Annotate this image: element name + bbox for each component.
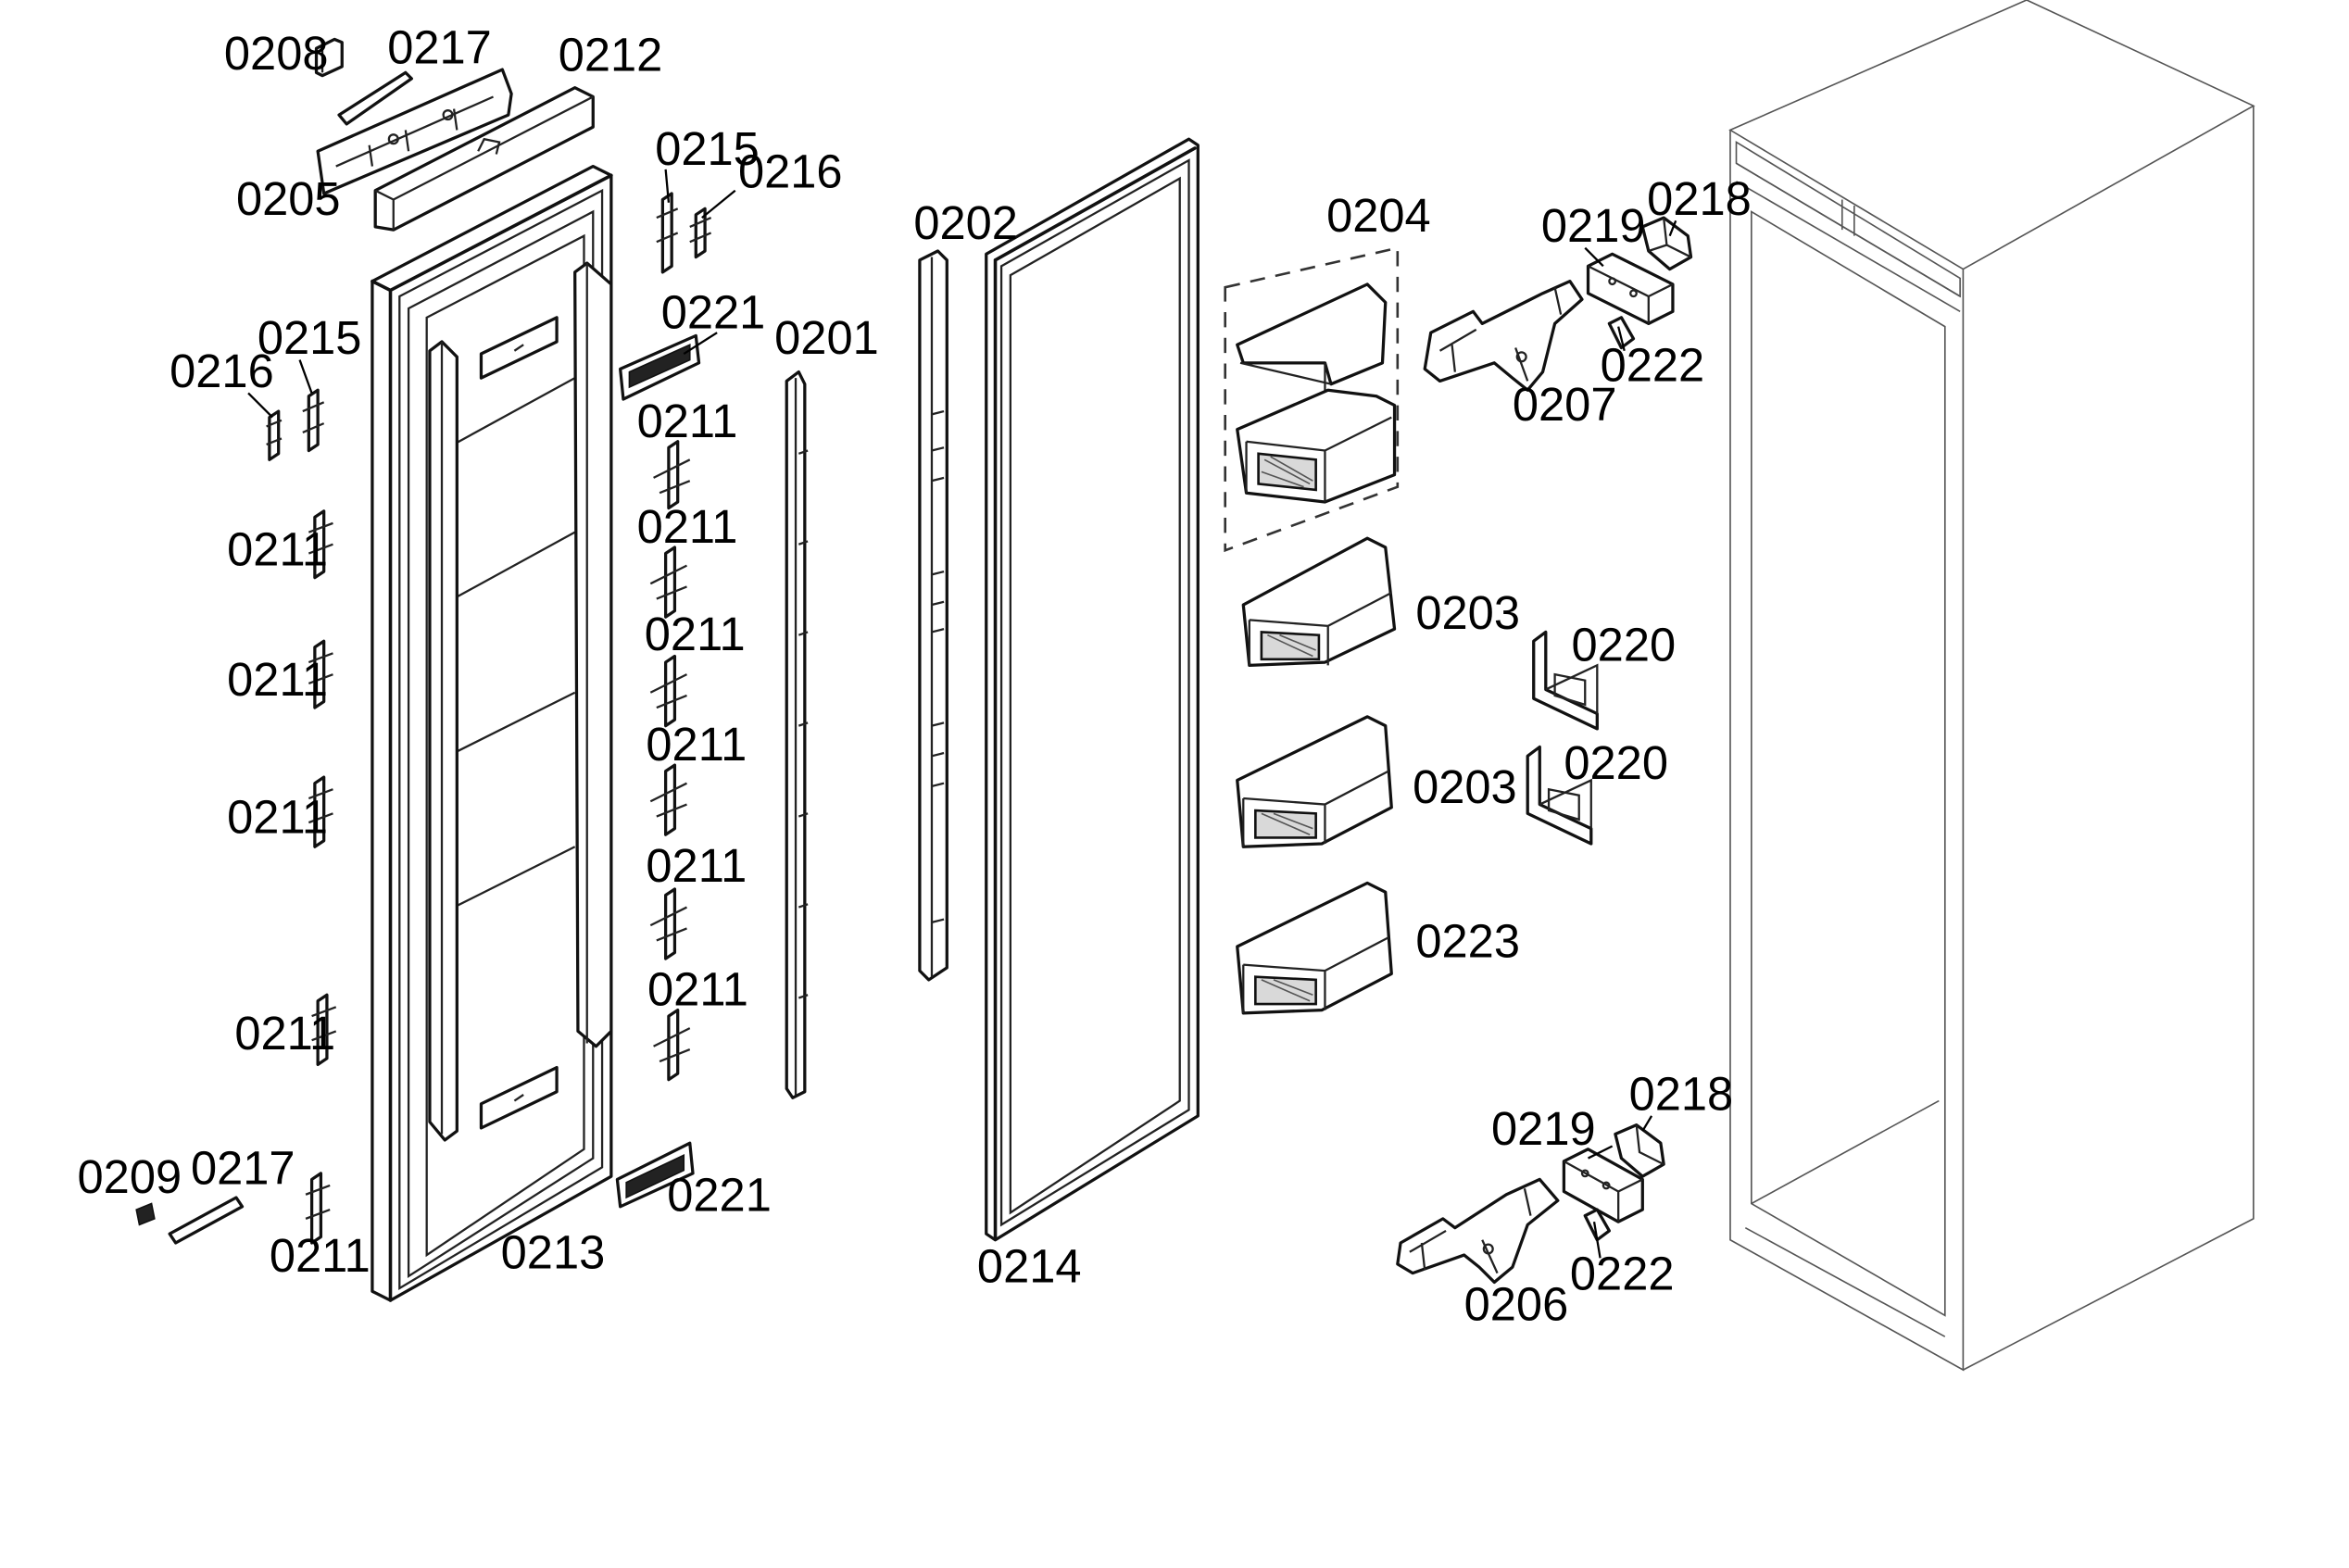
label-0211-r6: 0211 — [647, 963, 748, 1016]
label-0204: 0204 — [1326, 189, 1431, 242]
label-0222-top: 0222 — [1601, 338, 1705, 391]
label-0217-bottom: 0217 — [191, 1141, 295, 1194]
label-0206: 0206 — [1464, 1277, 1569, 1330]
part-0215-right-bracket — [656, 192, 679, 274]
label-0211-r1: 0211 — [637, 395, 738, 447]
label-0211-l2: 0211 — [227, 653, 328, 706]
part-0205-hinge-plate — [316, 68, 513, 195]
right-shelf-supports — [649, 440, 691, 1082]
part-0213-door-panel — [371, 164, 613, 1302]
label-0213: 0213 — [501, 1226, 606, 1279]
part-labels: 0208 0217 0212 0205 0215 0216 0202 0204 … — [78, 21, 1752, 1331]
part-0217-bottom-strip — [168, 1196, 245, 1245]
label-0222-bottom: 0222 — [1570, 1248, 1675, 1300]
label-0212: 0212 — [559, 29, 663, 82]
label-0214: 0214 — [977, 1239, 1082, 1292]
part-0217-top-strip — [337, 70, 413, 126]
part-0203-bin-upper — [1241, 536, 1397, 667]
label-0205: 0205 — [236, 172, 341, 225]
part-0218-top-plate — [1640, 216, 1693, 271]
part-0222-bottom-shim — [1583, 1208, 1612, 1242]
part-0222-top-shim — [1607, 316, 1636, 350]
label-0211-l1: 0211 — [227, 523, 328, 576]
part-0216-right-bracket — [689, 207, 712, 259]
part-0209-clip — [135, 1202, 156, 1226]
label-0217-top: 0217 — [387, 21, 492, 74]
label-0207: 0207 — [1513, 378, 1617, 431]
label-0220-lower: 0220 — [1564, 736, 1668, 789]
label-0211-l3: 0211 — [227, 791, 328, 844]
part-0208-clip — [314, 37, 344, 78]
label-0223: 0223 — [1415, 914, 1520, 967]
label-0221-top: 0221 — [661, 285, 766, 338]
part-0223-bin — [1236, 881, 1393, 1015]
label-0215-left: 0215 — [258, 311, 362, 364]
label-0220-upper: 0220 — [1572, 618, 1677, 671]
part-0216-left-bracket — [266, 409, 283, 461]
part-0212-top-cover — [373, 86, 595, 232]
part-0201-trim-strip — [785, 370, 809, 1099]
label-0208: 0208 — [224, 27, 329, 80]
label-0211-r3: 0211 — [645, 608, 746, 660]
part-0219-bottom-bracket — [1562, 1148, 1644, 1223]
part-0215-left-bracket — [302, 388, 325, 453]
label-0211-l5: 0211 — [270, 1229, 371, 1282]
label-0218-top: 0218 — [1647, 172, 1752, 225]
part-0206-bottom-hinge — [1396, 1177, 1560, 1285]
label-0202: 0202 — [913, 196, 1018, 249]
label-0211-r2: 0211 — [637, 500, 738, 553]
part-0220-lower — [1526, 745, 1593, 846]
part-0221-top-vent — [619, 333, 701, 401]
part-0202-hinge-strip — [918, 249, 948, 982]
label-0201: 0201 — [774, 311, 879, 364]
part-0219-top-bracket — [1586, 252, 1675, 326]
label-0221-bottom: 0221 — [667, 1169, 772, 1222]
leader-lines — [247, 169, 1677, 1259]
label-0203-lower: 0203 — [1413, 760, 1517, 813]
left-shelf-supports — [305, 509, 337, 1245]
part-0221-bottom-vent — [615, 1141, 695, 1209]
label-0219-top: 0219 — [1541, 199, 1646, 252]
part-0218-bottom-plate — [1614, 1123, 1665, 1178]
label-0218-bottom: 0218 — [1629, 1067, 1734, 1120]
label-0219-bottom: 0219 — [1491, 1102, 1596, 1155]
label-0211-l4: 0211 — [234, 1007, 335, 1060]
label-0215-right: 0215 — [655, 122, 760, 175]
label-0211-r4: 0211 — [646, 718, 747, 771]
label-0209: 0209 — [78, 1150, 182, 1203]
part-0204-bin-with-lid — [1236, 282, 1397, 504]
label-0216-right: 0216 — [738, 144, 843, 197]
part-0214-door-frame — [985, 137, 1200, 1242]
cabinet-housing — [1728, 0, 2255, 1372]
label-0211-r5: 0211 — [646, 839, 747, 892]
label-0216-left: 0216 — [170, 345, 274, 397]
label-0203-upper: 0203 — [1415, 586, 1520, 639]
part-0207-top-hinge — [1423, 280, 1584, 392]
part-0204-assembly-outline — [1224, 246, 1400, 553]
part-0220-upper — [1532, 630, 1599, 731]
part-0203-bin-lower — [1236, 715, 1393, 848]
